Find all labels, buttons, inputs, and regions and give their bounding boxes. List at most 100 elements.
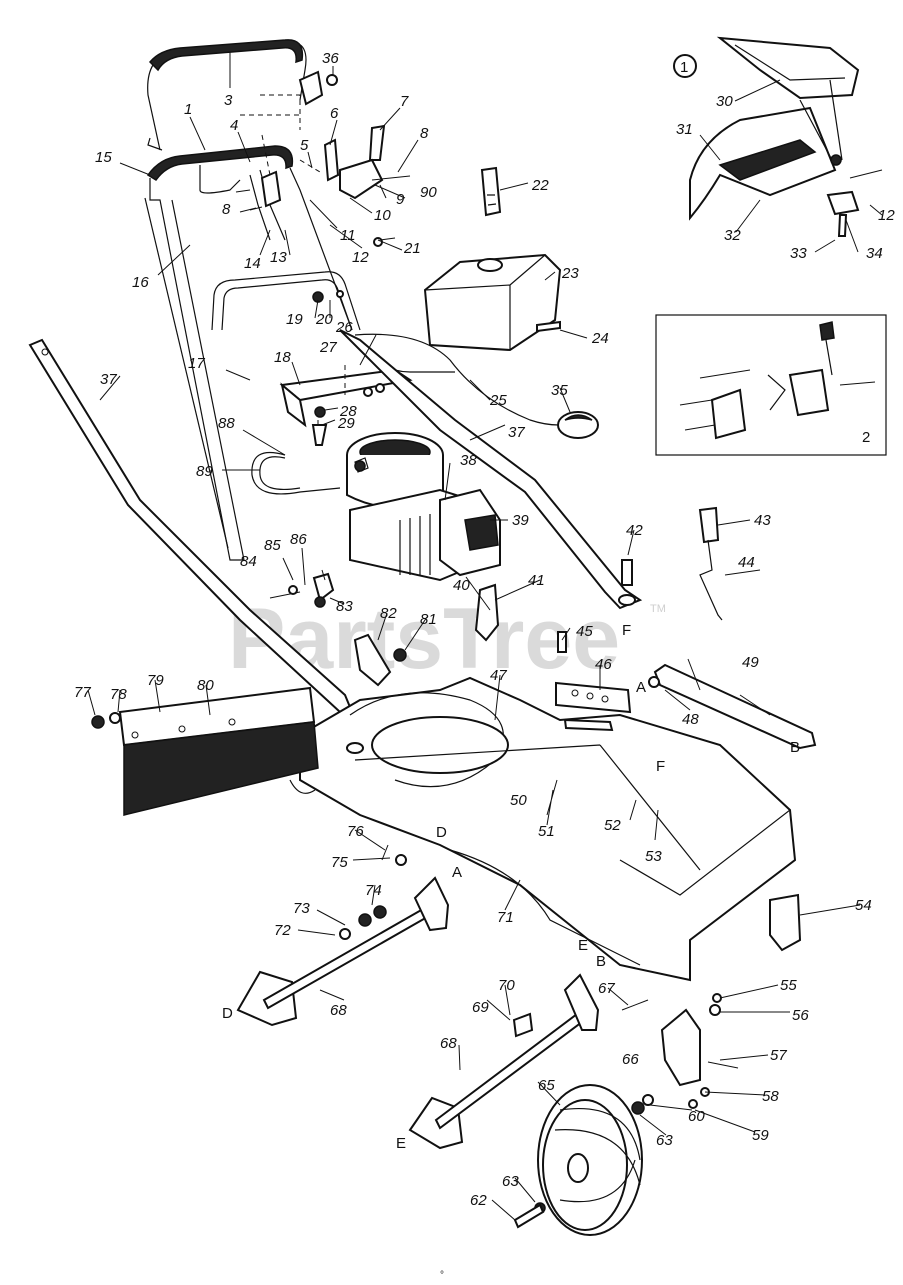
ref-letter-D-deck: D	[436, 824, 447, 841]
callout-55: 55	[780, 977, 797, 994]
callout-21: 21	[403, 240, 421, 257]
callout-39: 39	[512, 512, 529, 529]
fuel-tank	[423, 166, 562, 352]
wheel	[513, 1084, 643, 1236]
callout-17: 17	[188, 355, 205, 372]
rear-axle	[408, 973, 649, 1150]
callout-74: 74	[365, 882, 382, 899]
callout-37-right: 37	[508, 424, 525, 441]
inset-2-number: 2	[862, 429, 870, 446]
callout-72: 72	[274, 922, 291, 939]
callout-77: 77	[74, 684, 91, 701]
ref-letter-F-top: F	[622, 622, 631, 639]
callout-30: 30	[716, 93, 733, 110]
callout-82: 82	[380, 605, 397, 622]
callout-60: 60	[688, 1108, 705, 1125]
callout-23: 23	[561, 265, 579, 282]
callout-13: 13	[270, 249, 287, 266]
callout-1: 1	[184, 101, 192, 118]
watermark-tm: TM	[650, 603, 666, 615]
callout-7: 7	[400, 93, 409, 110]
callout-52: 52	[604, 817, 621, 834]
callout-8-top: 8	[420, 125, 429, 142]
callout-88: 88	[218, 415, 235, 432]
callout-80: 80	[197, 677, 214, 694]
callout-53: 53	[645, 848, 662, 865]
callout-78: 78	[110, 686, 127, 703]
upper-handle	[147, 39, 307, 151]
reference-letters: F A B F D A E B D E	[222, 622, 800, 1152]
callout-54: 54	[855, 897, 872, 914]
callout-59: 59	[752, 1127, 769, 1144]
callout-90: 90	[420, 184, 437, 201]
lower-handle-arms	[28, 329, 643, 713]
callout-49: 49	[742, 654, 759, 671]
callout-28: 28	[339, 403, 357, 420]
callout-38: 38	[460, 452, 477, 469]
callout-35: 35	[551, 382, 568, 399]
callout-41: 41	[528, 572, 545, 589]
callout-42: 42	[626, 522, 643, 539]
callout-62: 62	[470, 1192, 487, 1209]
callout-83: 83	[336, 598, 353, 615]
callout-34: 34	[866, 245, 883, 262]
callout-69: 69	[472, 999, 489, 1016]
callout-68-front: 68	[330, 1002, 347, 1019]
callout-65: 65	[538, 1077, 555, 1094]
ref-letter-A-deck: A	[452, 864, 462, 881]
callout-89: 89	[196, 463, 213, 480]
control-brackets	[235, 70, 411, 303]
deck	[299, 676, 797, 982]
ref-letter-F-deck: F	[656, 758, 665, 775]
callout-12-inset: 12	[878, 207, 895, 224]
callout-57: 57	[770, 1047, 787, 1064]
callout-14: 14	[244, 255, 261, 272]
inset-1-number: 1	[680, 59, 688, 76]
lower-handle	[144, 145, 353, 561]
callout-18: 18	[274, 349, 291, 366]
callout-58: 58	[762, 1088, 779, 1105]
callout-85: 85	[264, 537, 281, 554]
callout-47: 47	[490, 667, 507, 684]
callout-5: 5	[300, 137, 309, 154]
callout-43: 43	[754, 512, 771, 529]
callout-63-left: 63	[502, 1173, 519, 1190]
callout-27: 27	[319, 339, 337, 356]
callout-70: 70	[498, 977, 515, 994]
callout-66: 66	[622, 1051, 639, 1068]
callout-50: 50	[510, 792, 527, 809]
callout-45: 45	[576, 623, 593, 640]
callout-25: 25	[489, 392, 507, 409]
callout-9: 9	[396, 191, 405, 208]
callout-3: 3	[224, 92, 233, 109]
callout-22: 22	[531, 177, 549, 194]
callout-73: 73	[293, 900, 310, 917]
callout-33: 33	[790, 245, 807, 262]
engine	[346, 432, 501, 582]
callout-labels: 3 36 1 4 6 7 8 5 15 9 90 10 8 11 12 14 1…	[74, 50, 895, 1209]
callout-44: 44	[738, 554, 755, 571]
leader-lines	[87, 52, 883, 1221]
callout-19: 19	[286, 311, 303, 328]
callout-36: 36	[322, 50, 339, 67]
callout-37-left: 37	[100, 371, 117, 388]
control-box	[279, 365, 413, 446]
callout-31: 31	[676, 121, 693, 138]
callout-24: 24	[591, 330, 609, 347]
ref-letter-D-axle: D	[222, 1005, 233, 1022]
callout-32: 32	[724, 227, 741, 244]
inset-2-control: 2	[655, 314, 887, 456]
bottom-mark: °	[440, 1270, 444, 1280]
callout-15: 15	[95, 149, 112, 166]
callout-75: 75	[331, 854, 348, 871]
callout-68-rear: 68	[440, 1035, 457, 1052]
watermark: PartsTree	[228, 591, 620, 687]
callout-56: 56	[792, 1007, 809, 1024]
wheel-brackets	[631, 893, 802, 1115]
callout-86: 86	[290, 531, 307, 548]
callout-20: 20	[315, 311, 333, 328]
ref-letter-B-right: B	[790, 739, 800, 756]
callout-8-left: 8	[222, 201, 231, 218]
